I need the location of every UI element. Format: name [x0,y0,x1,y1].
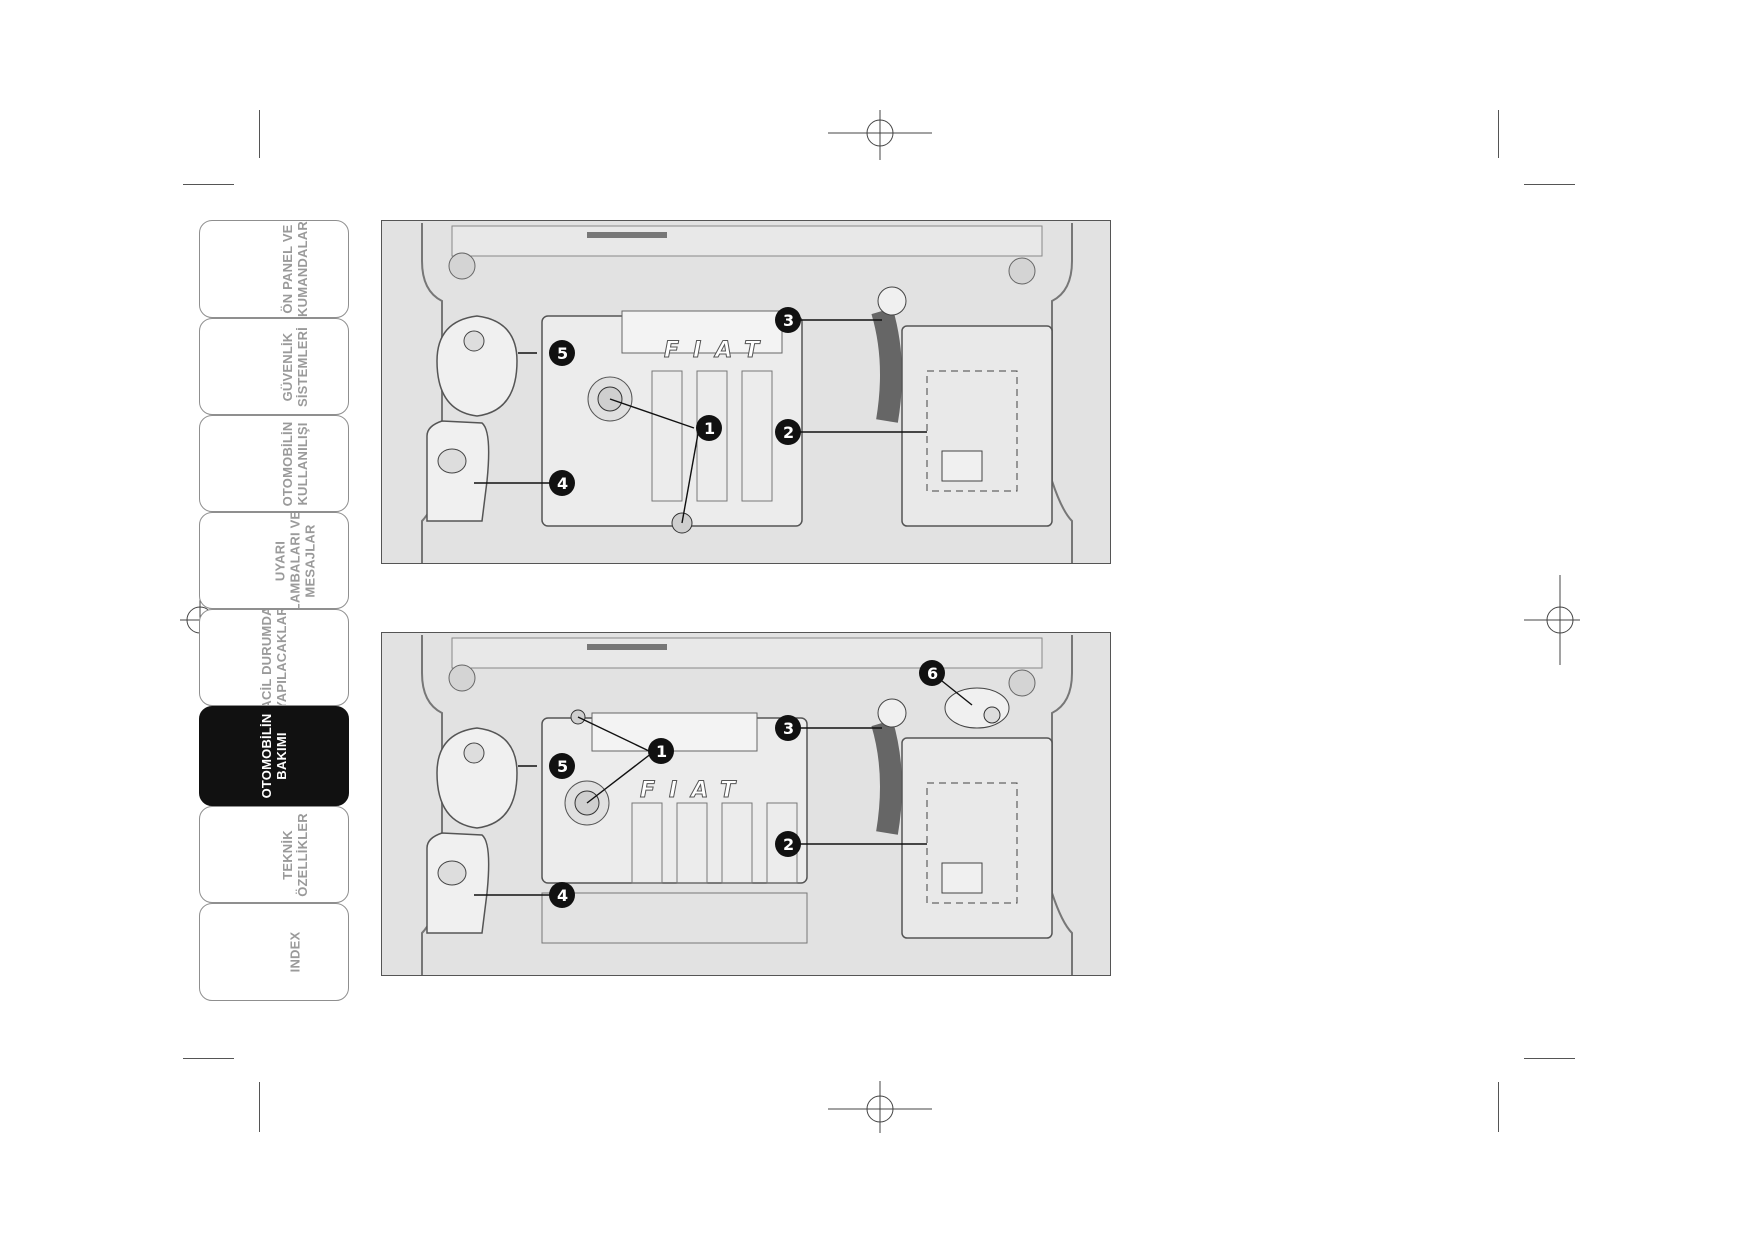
callout-number: 4 [557,886,568,905]
engine-bay-illustration: FIAT [421,635,1073,975]
tab-label: ÖN PANEL VE KUMANDALAR [279,221,310,317]
tab-label: ACİL DURUMDA YAPILACAKLAR [259,609,289,706]
crop-mark [183,184,234,185]
engine-logo: FIAT [664,338,773,363]
crop-mark [259,110,260,158]
callout-marker-3: 3 [775,715,801,741]
callout-number: 6 [927,664,938,683]
callout-number: 3 [783,311,794,330]
leader-line [681,427,700,524]
tab-label: OTOMOBİLİN KULLANILIŞI [279,421,310,506]
tab-label: GÜVENLİK SİSTEMLERİ [279,326,310,407]
crop-mark [1498,110,1499,158]
crop-mark [1524,1058,1575,1059]
tab-label: UYARI LAMBALARI VE MESAJLAR [272,512,318,609]
crop-mark [1498,1082,1499,1132]
leader-line [577,716,650,752]
callout-number: 3 [783,719,794,738]
tab-otomobilin-kullanilisi[interactable]: OTOMOBİLİN KULLANILIŞI [199,415,349,512]
tab-acil-durumda-yapilacaklar[interactable]: ACİL DURUMDA YAPILACAKLAR [199,609,349,706]
tab-index[interactable]: INDEX [199,903,349,1001]
callout-marker-4: 4 [549,470,575,496]
callout-marker-1: 1 [648,738,674,764]
callout-number: 2 [783,423,794,442]
leader-line [609,398,695,429]
tab-on-panel-ve-kumandalar[interactable]: ÖN PANEL VE KUMANDALAR [199,220,349,318]
registration-mark [828,1081,932,1133]
callout-marker-5: 5 [549,340,575,366]
engine-bay-figure-2: FIAT 1 2 3 [381,632,1111,976]
tab-uyari-lambalari-ve-mesajlar[interactable]: UYARI LAMBALARI VE MESAJLAR [199,512,349,609]
callout-number: 1 [704,419,715,438]
callout-marker-5: 5 [549,753,575,779]
callout-marker-4: 4 [549,882,575,908]
callout-marker-1: 1 [696,415,722,441]
crop-mark [183,1058,234,1059]
engine-bay-figure-1: FIAT 1 2 3 4 [381,220,1111,564]
callouts: 1 2 3 4 5 [474,307,927,524]
callout-marker-3: 3 [775,307,801,333]
engine-logo: FIAT [640,778,749,803]
callout-marker-2: 2 [775,419,801,445]
tab-otomobilin-bakimi[interactable]: OTOMOBİLİN BAKIMI [199,706,349,806]
registration-mark [1524,575,1580,665]
leader-line [586,752,653,804]
tab-label: TEKNİK ÖZELLİKLER [279,812,310,897]
callout-number: 4 [557,474,568,493]
callouts: 1 2 3 4 5 6 [474,660,973,908]
callout-number: 1 [656,742,667,761]
crop-mark [1524,184,1575,185]
callout-number: 5 [557,344,568,363]
callout-marker-6: 6 [919,660,945,686]
crop-mark [259,1082,260,1132]
registration-mark [828,110,932,160]
tab-guvenlik-sistemleri[interactable]: GÜVENLİK SİSTEMLERİ [199,318,349,415]
tab-teknik-ozellikler[interactable]: TEKNİK ÖZELLİKLER [199,806,349,903]
tab-label: INDEX [287,931,303,973]
tab-label: OTOMOBİLİN BAKIMI [259,713,289,799]
callout-number: 2 [783,835,794,854]
callout-number: 5 [557,757,568,776]
callout-marker-2: 2 [775,831,801,857]
